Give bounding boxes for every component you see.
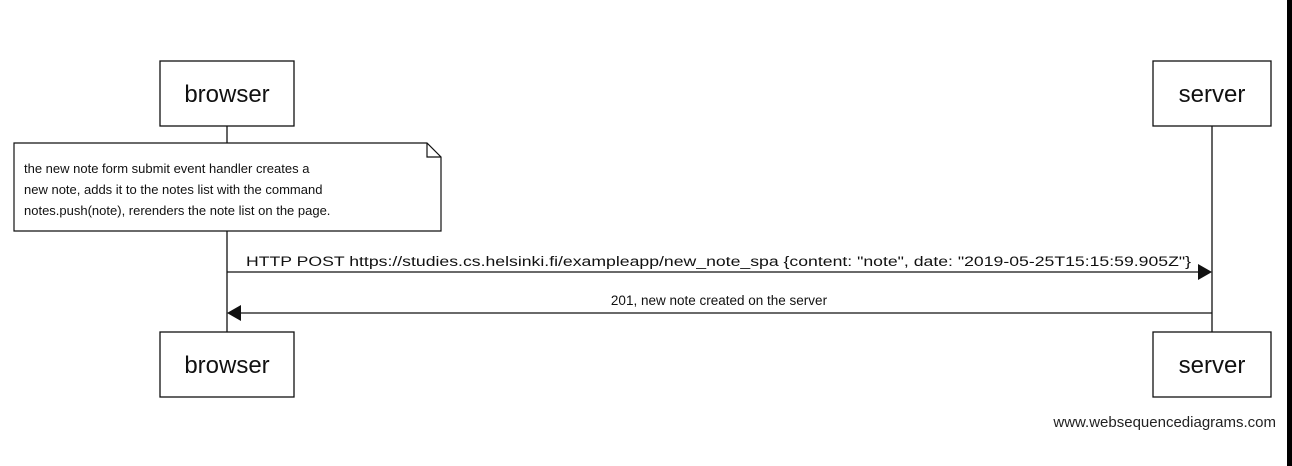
arrowhead-right [1198,264,1212,280]
participant-server-bottom: server [1152,331,1272,398]
participant-server-top-label: server [1179,81,1246,108]
watermark-text: www.websequencediagrams.com [1052,414,1276,431]
note-line-1: the new note form submit event handler c… [24,161,310,176]
participant-browser-top: browser [159,60,295,127]
note-line-2: new note, adds it to the notes list with… [24,182,322,197]
participant-browser-bottom: browser [159,331,295,398]
message-201-response: 201, new note created on the server [227,293,1212,321]
message-201-label: 201, new note created on the server [611,293,828,308]
participant-browser-top-label: browser [184,81,269,108]
participant-server-top: server [1152,60,1272,127]
note-box: the new note form submit event handler c… [13,142,442,232]
participant-browser-bottom-label: browser [184,352,269,379]
right-edge-bar [1287,0,1292,466]
arrowhead-left [227,305,241,321]
message-http-post: HTTP POST https://studies.cs.helsinki.fi… [227,254,1212,280]
participant-server-bottom-label: server [1179,352,1246,379]
note-line-3: notes.push(note), rerenders the note lis… [24,203,330,218]
message-http-post-label: HTTP POST https://studies.cs.helsinki.fi… [246,254,1192,269]
